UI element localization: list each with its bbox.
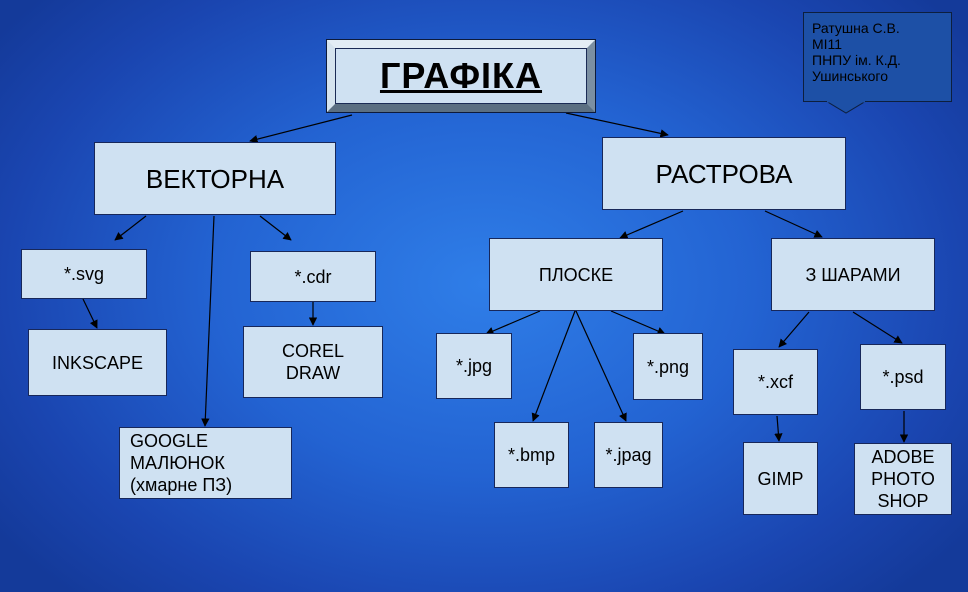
node-flat: ПЛОСКЕ xyxy=(489,238,663,311)
node-google-drawing: GOOGLE МАЛЮНОК (хмарне ПЗ) xyxy=(119,427,292,499)
arrow-vector-to-cdr xyxy=(259,215,292,241)
arrow-title-to-vector xyxy=(249,114,353,144)
arrow-vector-to-google xyxy=(201,215,215,427)
arrow-flat-to-jpg xyxy=(485,310,541,335)
author-callout: Ратушна С.В. МІ11 ПНПУ ім. К.Д. Ушинсько… xyxy=(803,12,952,102)
node-raster: РАСТРОВА xyxy=(602,137,846,210)
arrow-vector-to-svg xyxy=(114,215,147,241)
node-jpag: *.jpag xyxy=(594,422,663,488)
node-vector: ВЕКТОРНА xyxy=(94,142,336,215)
node-corel-draw: COREL DRAW xyxy=(243,326,383,398)
node-inkscape: INKSCAPE xyxy=(28,329,167,396)
node-svg: *.svg xyxy=(21,249,147,299)
node-psd: *.psd xyxy=(860,344,946,410)
arrow-svg-to-inkscape xyxy=(82,298,98,329)
arrow-flat-to-jpag xyxy=(575,310,627,422)
node-cdr: *.cdr xyxy=(250,251,376,302)
arrow-title-to-raster xyxy=(565,112,669,138)
title-box: ГРАФІКА xyxy=(326,39,596,113)
node-bmp: *.bmp xyxy=(494,422,569,488)
node-png: *.png xyxy=(633,333,703,400)
node-gimp: GIMP xyxy=(743,442,818,515)
arrow-layered-to-psd xyxy=(852,311,903,344)
node-layered: З ШАРАМИ xyxy=(771,238,935,311)
arrow-flat-to-png xyxy=(610,310,666,335)
arrow-raster-to-layered xyxy=(764,210,823,238)
node-jpg: *.jpg xyxy=(436,333,512,399)
callout-tail xyxy=(826,101,866,114)
arrow-raster-to-flat xyxy=(619,210,684,239)
diagram-title: ГРАФІКА xyxy=(379,55,543,96)
arrow-flat-to-bmp xyxy=(531,310,576,422)
arrow-layered-to-xcf xyxy=(778,311,810,348)
arrow-xcf-to-gimp xyxy=(774,415,783,442)
node-xcf: *.xcf xyxy=(733,349,818,415)
node-adobe-photoshop: ADOBE PHOTO SHOP xyxy=(854,443,952,515)
